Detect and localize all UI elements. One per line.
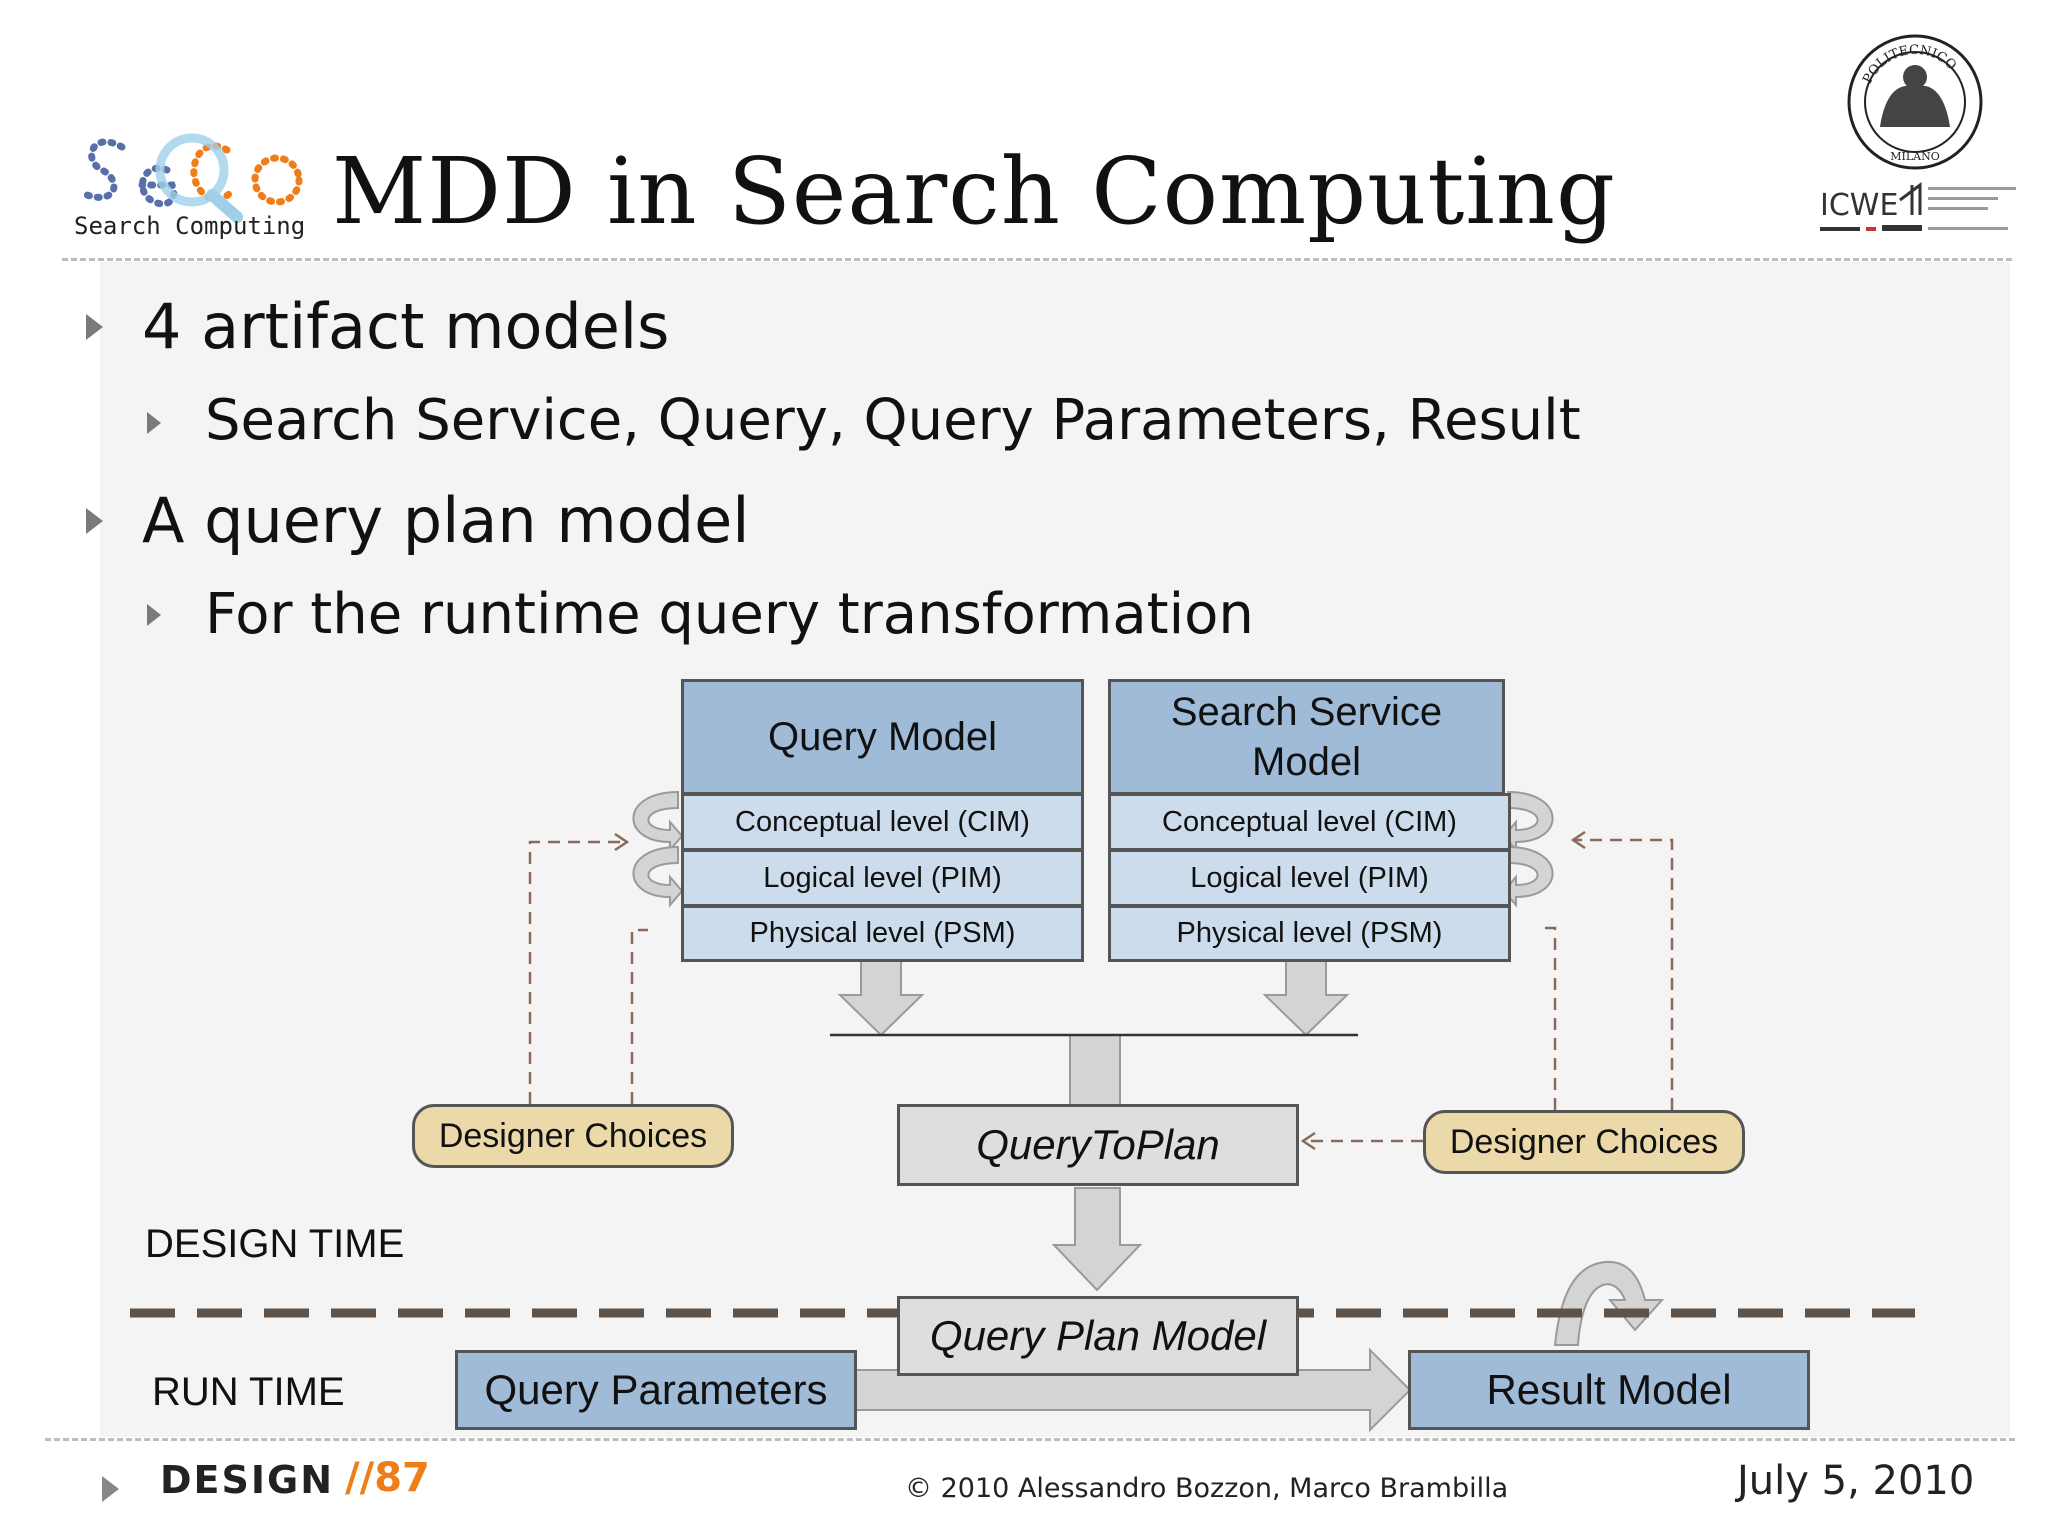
footer-section-label: DESIGN [160,1458,335,1502]
bullet-1: 4 artifact models [142,290,670,363]
polimi-seal-icon: POLITECNICO MILANO [1847,34,1983,170]
search-service-model-cim: Conceptual level (CIM) [1108,793,1511,851]
search-service-model-title-line1: Search Service [1170,690,1443,734]
page-number: //87 [345,1455,430,1501]
bullet-arrow-icon [147,604,161,626]
footer-arrow-icon [102,1476,119,1502]
run-time-label: RUN TIME [152,1370,345,1414]
bullet-2-sub: For the runtime query transformation [205,582,1254,647]
design-time-label: DESIGN TIME [145,1222,405,1266]
query-parameters-box: Query Parameters [455,1350,857,1430]
query-model-header: Query Model [681,679,1084,795]
title-divider [62,258,2012,261]
query-model-psm: Physical level (PSM) [681,905,1084,962]
bullet-arrow-icon [86,314,103,340]
bullet-arrow-icon [86,508,103,534]
seco-logo-icon [83,133,303,223]
bullet-1-sub: Search Service, Query, Query Parameters,… [205,388,1581,453]
query-model-cim: Conceptual level (CIM) [681,793,1084,851]
search-service-model-header: Search Service Model [1108,679,1505,795]
search-service-model-psm: Physical level (PSM) [1108,905,1511,962]
result-model-box: Result Model [1408,1350,1810,1430]
icwe-logo-text: ICWE [1820,188,1898,223]
slide-title: MDD in Search Computing [332,138,1616,245]
query-to-plan-box: QueryToPlan [897,1104,1299,1186]
footer-date: July 5, 2010 [1737,1458,1975,1504]
bullet-arrow-icon [147,412,161,434]
footer-divider [45,1438,2015,1441]
query-plan-model-box: Query Plan Model [897,1296,1299,1376]
query-model-title: Query Model [768,715,997,759]
designer-choices-left: Designer Choices [412,1104,734,1168]
polimi-seal-bottom-text: MILANO [1890,150,1940,163]
search-service-model-title-line2: Model [1252,740,1361,784]
icwe-logo-icon: ICWE [1820,182,2016,231]
footer-copyright: © 2010 Alessandro Bozzon, Marco Brambill… [905,1473,1509,1504]
designer-choices-right: Designer Choices [1423,1110,1745,1174]
seco-logo-text: Search Computing [74,212,306,240]
bullet-2: A query plan model [142,484,750,557]
query-model-pim: Logical level (PIM) [681,849,1084,907]
search-service-model-pim: Logical level (PIM) [1108,849,1511,907]
